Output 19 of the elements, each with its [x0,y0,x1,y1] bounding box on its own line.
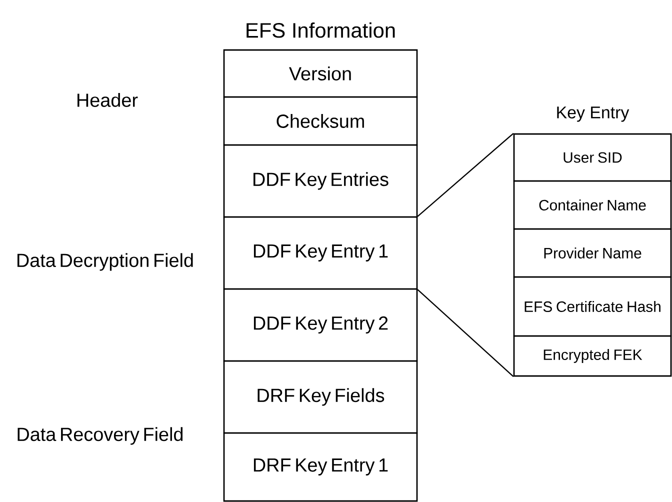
side-label: Data Recovery Field [18,427,183,445]
table-cell: Container Name [513,180,672,230]
table-cell: EFS Certificate Hash [513,276,672,337]
table-cell: Checksum [223,96,418,146]
connector-line [417,132,514,217]
table-cell: Encrypted FEK [513,335,672,377]
table-cell: DDF Key Entry 1 [223,216,418,290]
table-cell: DRF Key Fields [223,360,418,434]
side-label: Data Decryption Field [18,253,193,271]
node-label: Key Entry [557,106,630,122]
table-cell: Provider Name [513,228,672,278]
table-cell: DDF Key Entry 2 [223,288,418,362]
table-cell: User SID [513,133,672,182]
table-cell: DRF Key Entry 1 [223,432,418,502]
node-label: EFS Information [246,22,395,38]
connector-line [417,289,514,378]
side-label: Header [78,93,138,107]
table-cell: DDF Key Entries [223,144,418,218]
table-cell: Version [223,49,418,98]
